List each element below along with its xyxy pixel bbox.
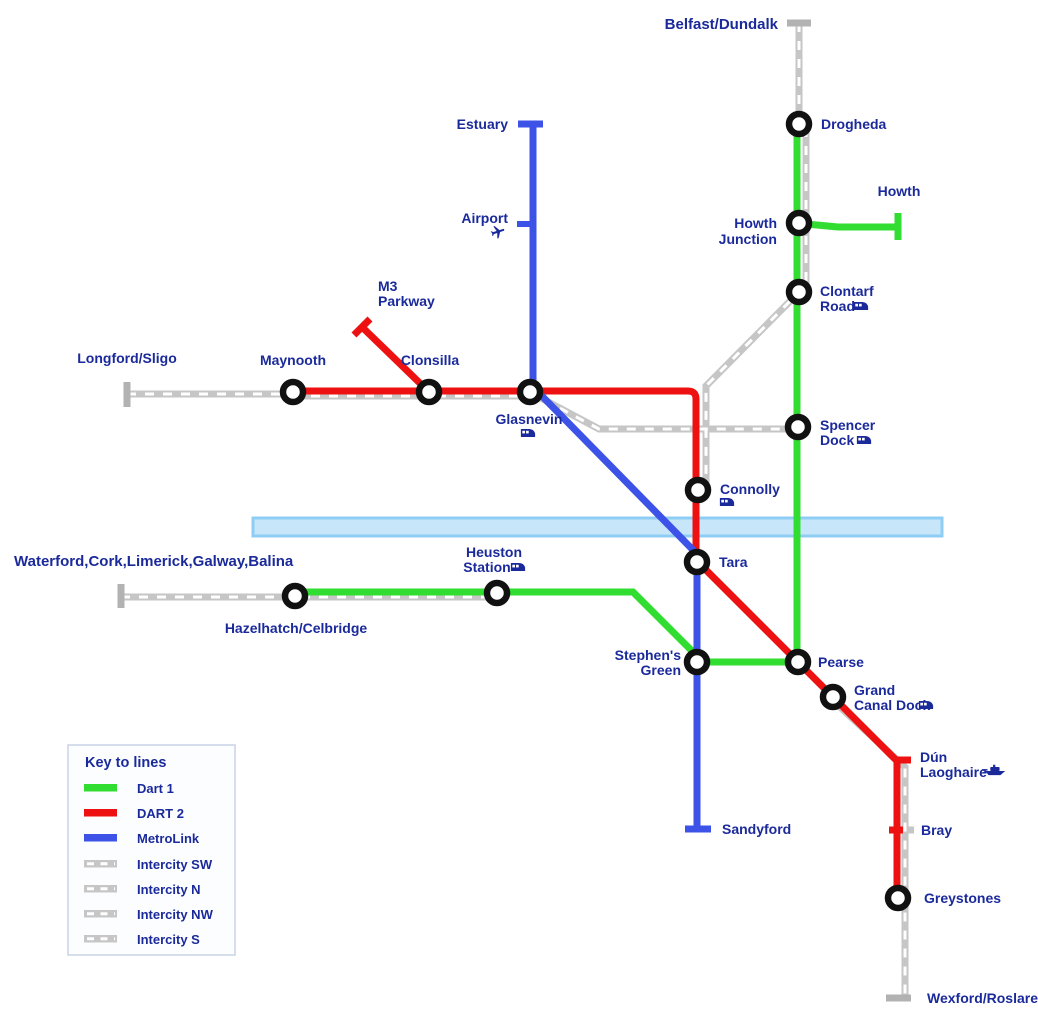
label-pearse: Pearse — [818, 654, 864, 670]
label-dun-laoghaire: Laoghaire — [920, 764, 987, 780]
station-clontarf-road — [785, 278, 813, 306]
label-hazelhatch: Hazelhatch/Celbridge — [225, 620, 368, 636]
station-spencer-dock — [784, 413, 812, 441]
intercity-s-line — [837, 704, 914, 996]
legend-title: Key to lines — [85, 755, 166, 771]
station-greystones — [884, 884, 912, 912]
label-clontarf-road: Road — [820, 298, 855, 314]
train-icon — [856, 436, 872, 444]
label-heuston: Heuston — [466, 544, 522, 560]
station-drogheda — [785, 110, 813, 138]
label-drogheda: Drogheda — [821, 116, 887, 132]
label-clonsilla: Clonsilla — [401, 352, 460, 368]
terminal-m3-parkway — [351, 316, 373, 338]
station-pearse — [784, 648, 812, 676]
label-estuary: Estuary — [457, 116, 509, 132]
legend-swatch-dart1 — [84, 784, 117, 792]
label-spencer-dock: Spencer — [820, 417, 876, 433]
label-greystones: Greystones — [924, 890, 1001, 906]
label-connolly: Connolly — [720, 481, 780, 497]
legend-item-label: Intercity N — [137, 882, 201, 897]
label-howth-junction: Junction — [719, 231, 777, 247]
label-belfast: Belfast/Dundalk — [665, 16, 779, 33]
label-waterford: Waterford,Cork,Limerick,Galway,Balina — [14, 553, 294, 570]
train-icon — [719, 498, 735, 506]
station-hazelhatch — [281, 582, 309, 610]
label-heuston: Station — [463, 559, 510, 575]
river-band — [251, 516, 944, 538]
train-icon — [918, 701, 934, 709]
label-wexford: Wexford/Roslare — [927, 990, 1038, 1006]
legend-item-label: Intercity S — [137, 932, 200, 947]
intercity-terminals — [117, 19, 911, 1002]
metrolink-line — [517, 120, 711, 833]
label-howth-junction: Howth — [734, 215, 777, 231]
dart2-line — [293, 316, 911, 894]
label-airport: Airport — [461, 210, 508, 226]
label-tara: Tara — [719, 554, 748, 570]
station-glasnevin — [516, 378, 544, 406]
station-connolly — [684, 476, 712, 504]
intercity-dash-overlay — [121, 23, 907, 996]
legend-swatch-dart2 — [84, 809, 117, 817]
station-howth-junction — [785, 209, 813, 237]
label-dun-laoghaire: Dún — [920, 749, 947, 765]
label-stephens-green: Stephen's — [615, 647, 682, 663]
label-howth: Howth — [878, 183, 921, 199]
legend-swatch-intercity-group — [84, 860, 117, 943]
legend-item-label: Dart 1 — [137, 781, 174, 796]
label-m3-parkway: M3 — [378, 278, 398, 294]
legend: Key to lines Dart 1 DART 2 MetroLink Int… — [67, 744, 236, 956]
airplane-icon — [490, 224, 506, 240]
intercity-nw-line — [127, 390, 790, 433]
legend-item-label: Intercity SW — [137, 857, 213, 872]
label-grand-canal-dock: Canal Dock — [854, 697, 930, 713]
legend-box — [67, 744, 236, 956]
map-icons — [490, 224, 1006, 776]
station-tara — [683, 548, 711, 576]
legend-swatch-metrolink — [84, 834, 117, 842]
label-glasnevin: Glasnevin — [496, 411, 563, 427]
label-maynooth: Maynooth — [260, 352, 326, 368]
train-icon — [520, 429, 536, 437]
station-stephens-green — [683, 648, 711, 676]
station-clonsilla — [415, 378, 443, 406]
label-clontarf-road: Clontarf — [820, 283, 874, 299]
intercity-n-line — [702, 23, 810, 483]
station-maynooth — [279, 378, 307, 406]
legend-item-label: DART 2 — [137, 806, 184, 821]
label-m3-parkway: Parkway — [378, 293, 435, 309]
label-sandyford: Sandyford — [722, 821, 791, 837]
label-grand-canal-dock: Grand — [854, 682, 895, 698]
train-icon — [853, 302, 869, 310]
label-spencer-dock: Dock — [820, 432, 854, 448]
station-heuston — [483, 579, 511, 607]
label-bray: Bray — [921, 822, 952, 838]
legend-item-label: MetroLink — [137, 831, 200, 846]
label-longford: Longford/Sligo — [77, 350, 177, 366]
label-stephens-green: Green — [641, 662, 681, 678]
station-grand-canal-dock — [819, 683, 847, 711]
station-labels: Belfast/Dundalk Drogheda Howth Howth Jun… — [14, 16, 1038, 1006]
stations — [279, 110, 912, 912]
legend-item-label: Intercity NW — [137, 907, 214, 922]
train-icon — [510, 563, 526, 571]
